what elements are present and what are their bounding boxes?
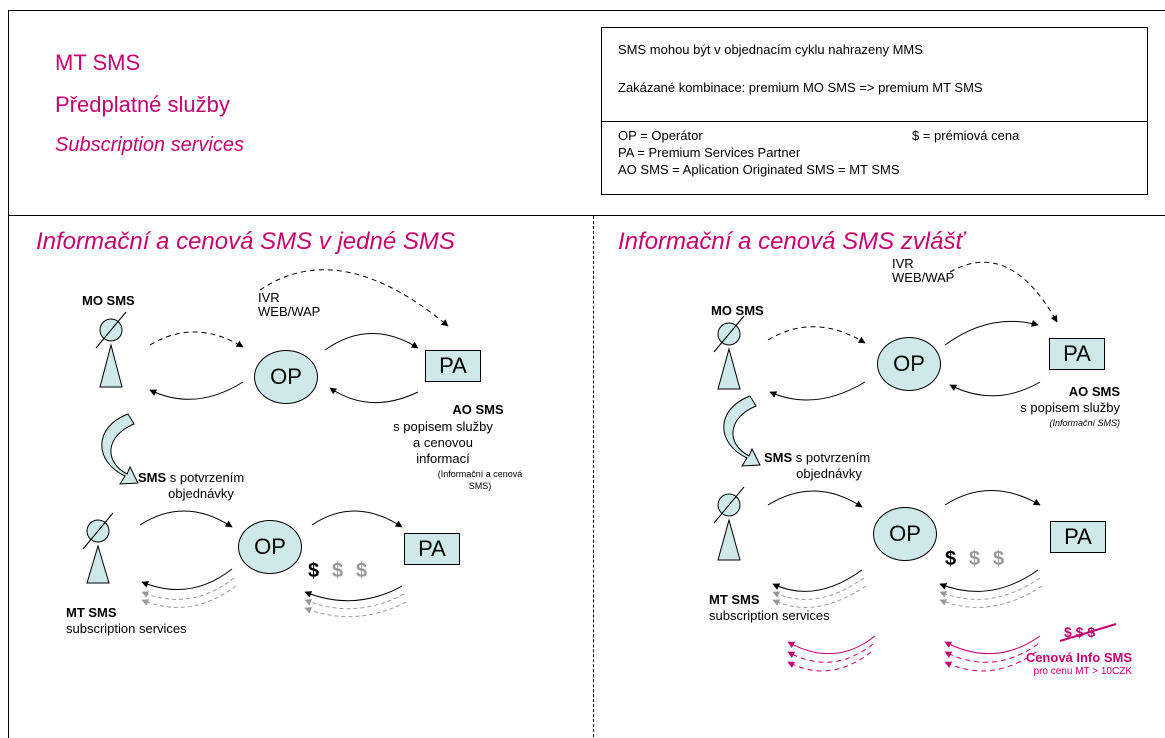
legend-dollar: $ = prémiová cena (912, 128, 1020, 143)
arrow-mo-to-op (149, 331, 244, 348)
premium-dollar-grey: $ (332, 560, 344, 582)
vertical-dashed-divider (593, 216, 594, 737)
person-icon (82, 512, 114, 584)
ao-sms-label: AO SMS (1068, 384, 1120, 399)
info-line-forbidden: Zakázané kombinace: premium MO SMS => pr… (618, 80, 983, 95)
arrow-info-dashed (787, 643, 874, 663)
arrow-user-to-op (767, 490, 863, 508)
arrow-info-dashed (944, 651, 1037, 672)
subtitle-english: Subscription services (55, 134, 244, 156)
premium-dollar: $ (945, 548, 957, 570)
ao-note-2: SMS) (468, 481, 492, 491)
premium-dollar: $ (308, 560, 320, 582)
operator-node: OP (873, 507, 937, 561)
mt-subscription-label: subscription services (709, 608, 830, 623)
partner-node: PA (425, 350, 481, 382)
slide-frame (8, 10, 1165, 738)
ivr-label: IVR (892, 256, 914, 271)
arrow-ivr-to-pa (949, 261, 1058, 323)
arrow-mt-grey (141, 577, 235, 600)
info-box: SMS mohou být v objednacím cyklu nahraze… (601, 27, 1148, 195)
sms-confirm-label: SMS s potvrzením (138, 470, 245, 485)
right-section-title: Informační a cenová SMS zvlášť (618, 228, 964, 255)
arrow-info-to-op (944, 635, 1041, 655)
arrow-pa-to-op (949, 381, 1041, 397)
arrow-pa-to-op (329, 387, 419, 403)
arrow-mt-to-user (141, 568, 233, 591)
ivr-label: IVR (258, 290, 280, 305)
legend-op: OP = Operátor (618, 128, 703, 143)
partner-node: PA (1050, 521, 1106, 553)
arrow-mt-grey (772, 577, 865, 600)
legend-ao: AO SMS = Aplication Originated SMS = MT … (618, 162, 900, 177)
arrow-pa-grey (939, 577, 1041, 600)
ao-desc-1: s popisem služby (393, 419, 493, 434)
arrow-user-to-op (139, 510, 233, 528)
mt-sms-label: MT SMS (66, 605, 117, 620)
ao-desc-2: a cenovou (413, 435, 473, 450)
crossed-dollars: $ $ $ (1064, 624, 1096, 640)
partner-node: PA (1049, 338, 1105, 370)
ao-note: (Informační SMS) (1049, 418, 1120, 428)
operator-node: OP (238, 520, 302, 574)
premium-dollar-grey: $ (969, 548, 981, 570)
arrow-op-to-user (769, 381, 866, 401)
sms-confirm-label: SMS s potvrzením (764, 450, 871, 465)
arrow-pa-to-op (939, 569, 1039, 592)
arrow-mt-grey (141, 585, 237, 608)
mt-sms-label: MT SMS (709, 592, 760, 607)
person-icon (95, 311, 127, 388)
ao-desc-1: s popisem služby (1020, 400, 1120, 415)
operator-node: OP (254, 350, 318, 404)
arrow-mt-to-user (772, 569, 863, 592)
arrow-op-to-pa (324, 333, 419, 351)
ao-desc-3: informací (416, 451, 470, 466)
arrow-op-to-pa (944, 490, 1041, 506)
mo-sms-label: MO SMS (711, 303, 764, 318)
ao-sms-label: AO SMS (452, 402, 504, 417)
curved-flow-arrow (101, 413, 139, 485)
person-icon (713, 315, 745, 390)
webwap-label: WEB/WAP (892, 270, 955, 285)
legend-pa: PA = Premium Services Partner (618, 145, 801, 160)
info-line-mms: SMS mohou být v objednacím cyklu nahraze… (618, 42, 923, 57)
sms-confirm-line2: objednávky (796, 466, 862, 481)
arrow-ivr-to-pa (259, 269, 449, 327)
arrow-info-dashed (944, 643, 1039, 663)
premium-dollar-grey: $ (356, 560, 368, 582)
curved-flow-arrow (723, 395, 761, 467)
arrow-mo-to-op (767, 326, 866, 344)
info-separator (602, 121, 1147, 122)
ao-note-1: (Informační a cenová (437, 469, 523, 479)
horizontal-divider (8, 215, 1165, 216)
strike-line (1059, 623, 1117, 642)
mo-sms-label: MO SMS (82, 293, 135, 308)
arrow-pa-grey (304, 601, 407, 618)
arrow-op-to-user (149, 381, 244, 400)
title: MT SMS (55, 50, 141, 75)
partner-node: PA (404, 533, 460, 565)
sms-confirm-line2: objednávky (168, 486, 234, 501)
person-icon (713, 486, 745, 561)
subtitle: Předplatné služby (55, 92, 230, 117)
cenova-info-label: Cenová Info SMS (1025, 650, 1132, 665)
arrow-info-to-user (787, 635, 876, 655)
webwap-label: WEB/WAP (258, 304, 321, 319)
premium-dollar-grey: $ (993, 548, 1005, 570)
arrow-pa-to-op (304, 585, 403, 602)
cenova-info-note: pro cenu MT > 10CZK (1033, 666, 1132, 677)
arrow-info-dashed (787, 651, 872, 672)
arrow-pa-grey (304, 593, 405, 610)
operator-node: OP (877, 337, 941, 391)
mt-subscription-label: subscription services (66, 621, 187, 636)
arrow-op-to-pa (311, 510, 403, 528)
left-section-title: Informační a cenová SMS v jedné SMS (36, 228, 455, 255)
arrow-op-to-pa (944, 319, 1039, 346)
